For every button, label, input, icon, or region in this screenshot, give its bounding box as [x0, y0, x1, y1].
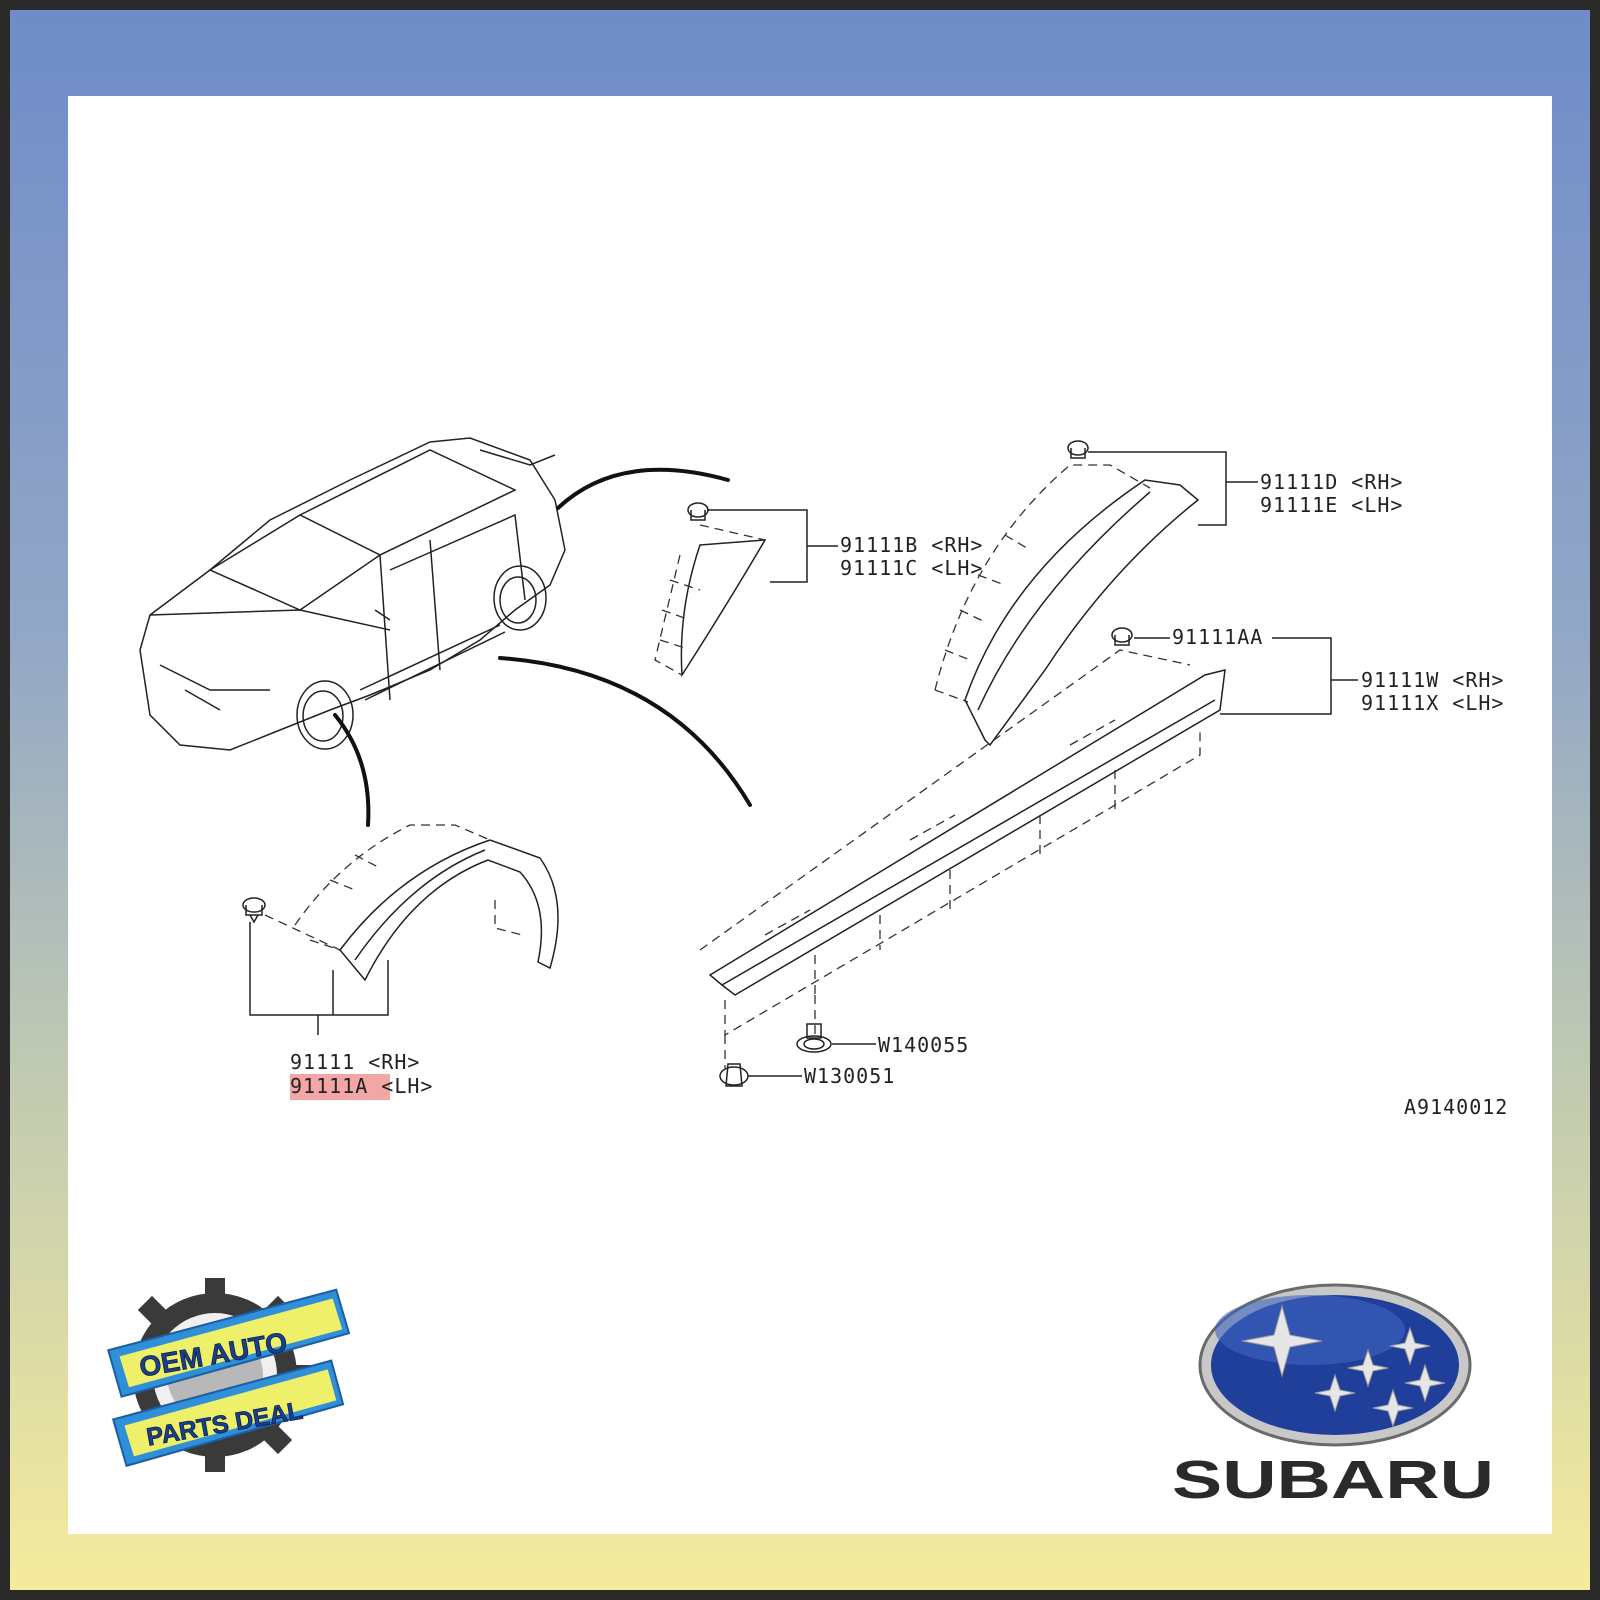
front-fender-flare — [242, 824, 559, 1100]
label-91111e-lh: 91111E <LH> — [1260, 493, 1403, 517]
callout-arcs — [333, 467, 752, 827]
subaru-logo: SUBARU — [1172, 1283, 1494, 1510]
diagram-code: A9140012 — [1404, 1095, 1508, 1119]
side-sill-molding — [699, 627, 1358, 1087]
label-91111x-lh: 91111X <LH> — [1361, 691, 1504, 715]
label-w140055: W140055 — [878, 1033, 969, 1057]
rear-fender-flare — [934, 440, 1258, 747]
part-labels: 91111 <RH> 91111A <LH> 91111B <RH> 91111… — [290, 470, 1508, 1119]
vehicle-outline — [139, 437, 566, 751]
brand-wordmark: SUBARU — [1172, 1450, 1494, 1510]
dealer-logo: OEM AUTO PARTS DEAL — [107, 1278, 351, 1472]
label-91111a-lh: 91111A <LH> — [290, 1074, 433, 1098]
front-side-garnish — [654, 502, 838, 678]
star-cluster-icon — [1241, 1304, 1446, 1428]
label-91111aa: 91111AA — [1172, 625, 1263, 649]
label-91111c-lh: 91111C <LH> — [840, 556, 983, 580]
diagram-canvas: 91111 <RH> 91111A <LH> 91111B <RH> 91111… — [68, 96, 1552, 1534]
label-91111-rh: 91111 <RH> — [290, 1050, 420, 1074]
label-91111d-rh: 91111D <RH> — [1260, 470, 1403, 494]
page-frame: 91111 <RH> 91111A <LH> 91111B <RH> 91111… — [10, 10, 1590, 1590]
label-w130051: W130051 — [804, 1064, 895, 1088]
part-highlight — [290, 1074, 390, 1100]
label-91111b-rh: 91111B <RH> — [840, 533, 983, 557]
label-91111w-rh: 91111W <RH> — [1361, 668, 1504, 692]
parts-diagram: 91111 <RH> 91111A <LH> 91111B <RH> 91111… — [107, 437, 1508, 1510]
